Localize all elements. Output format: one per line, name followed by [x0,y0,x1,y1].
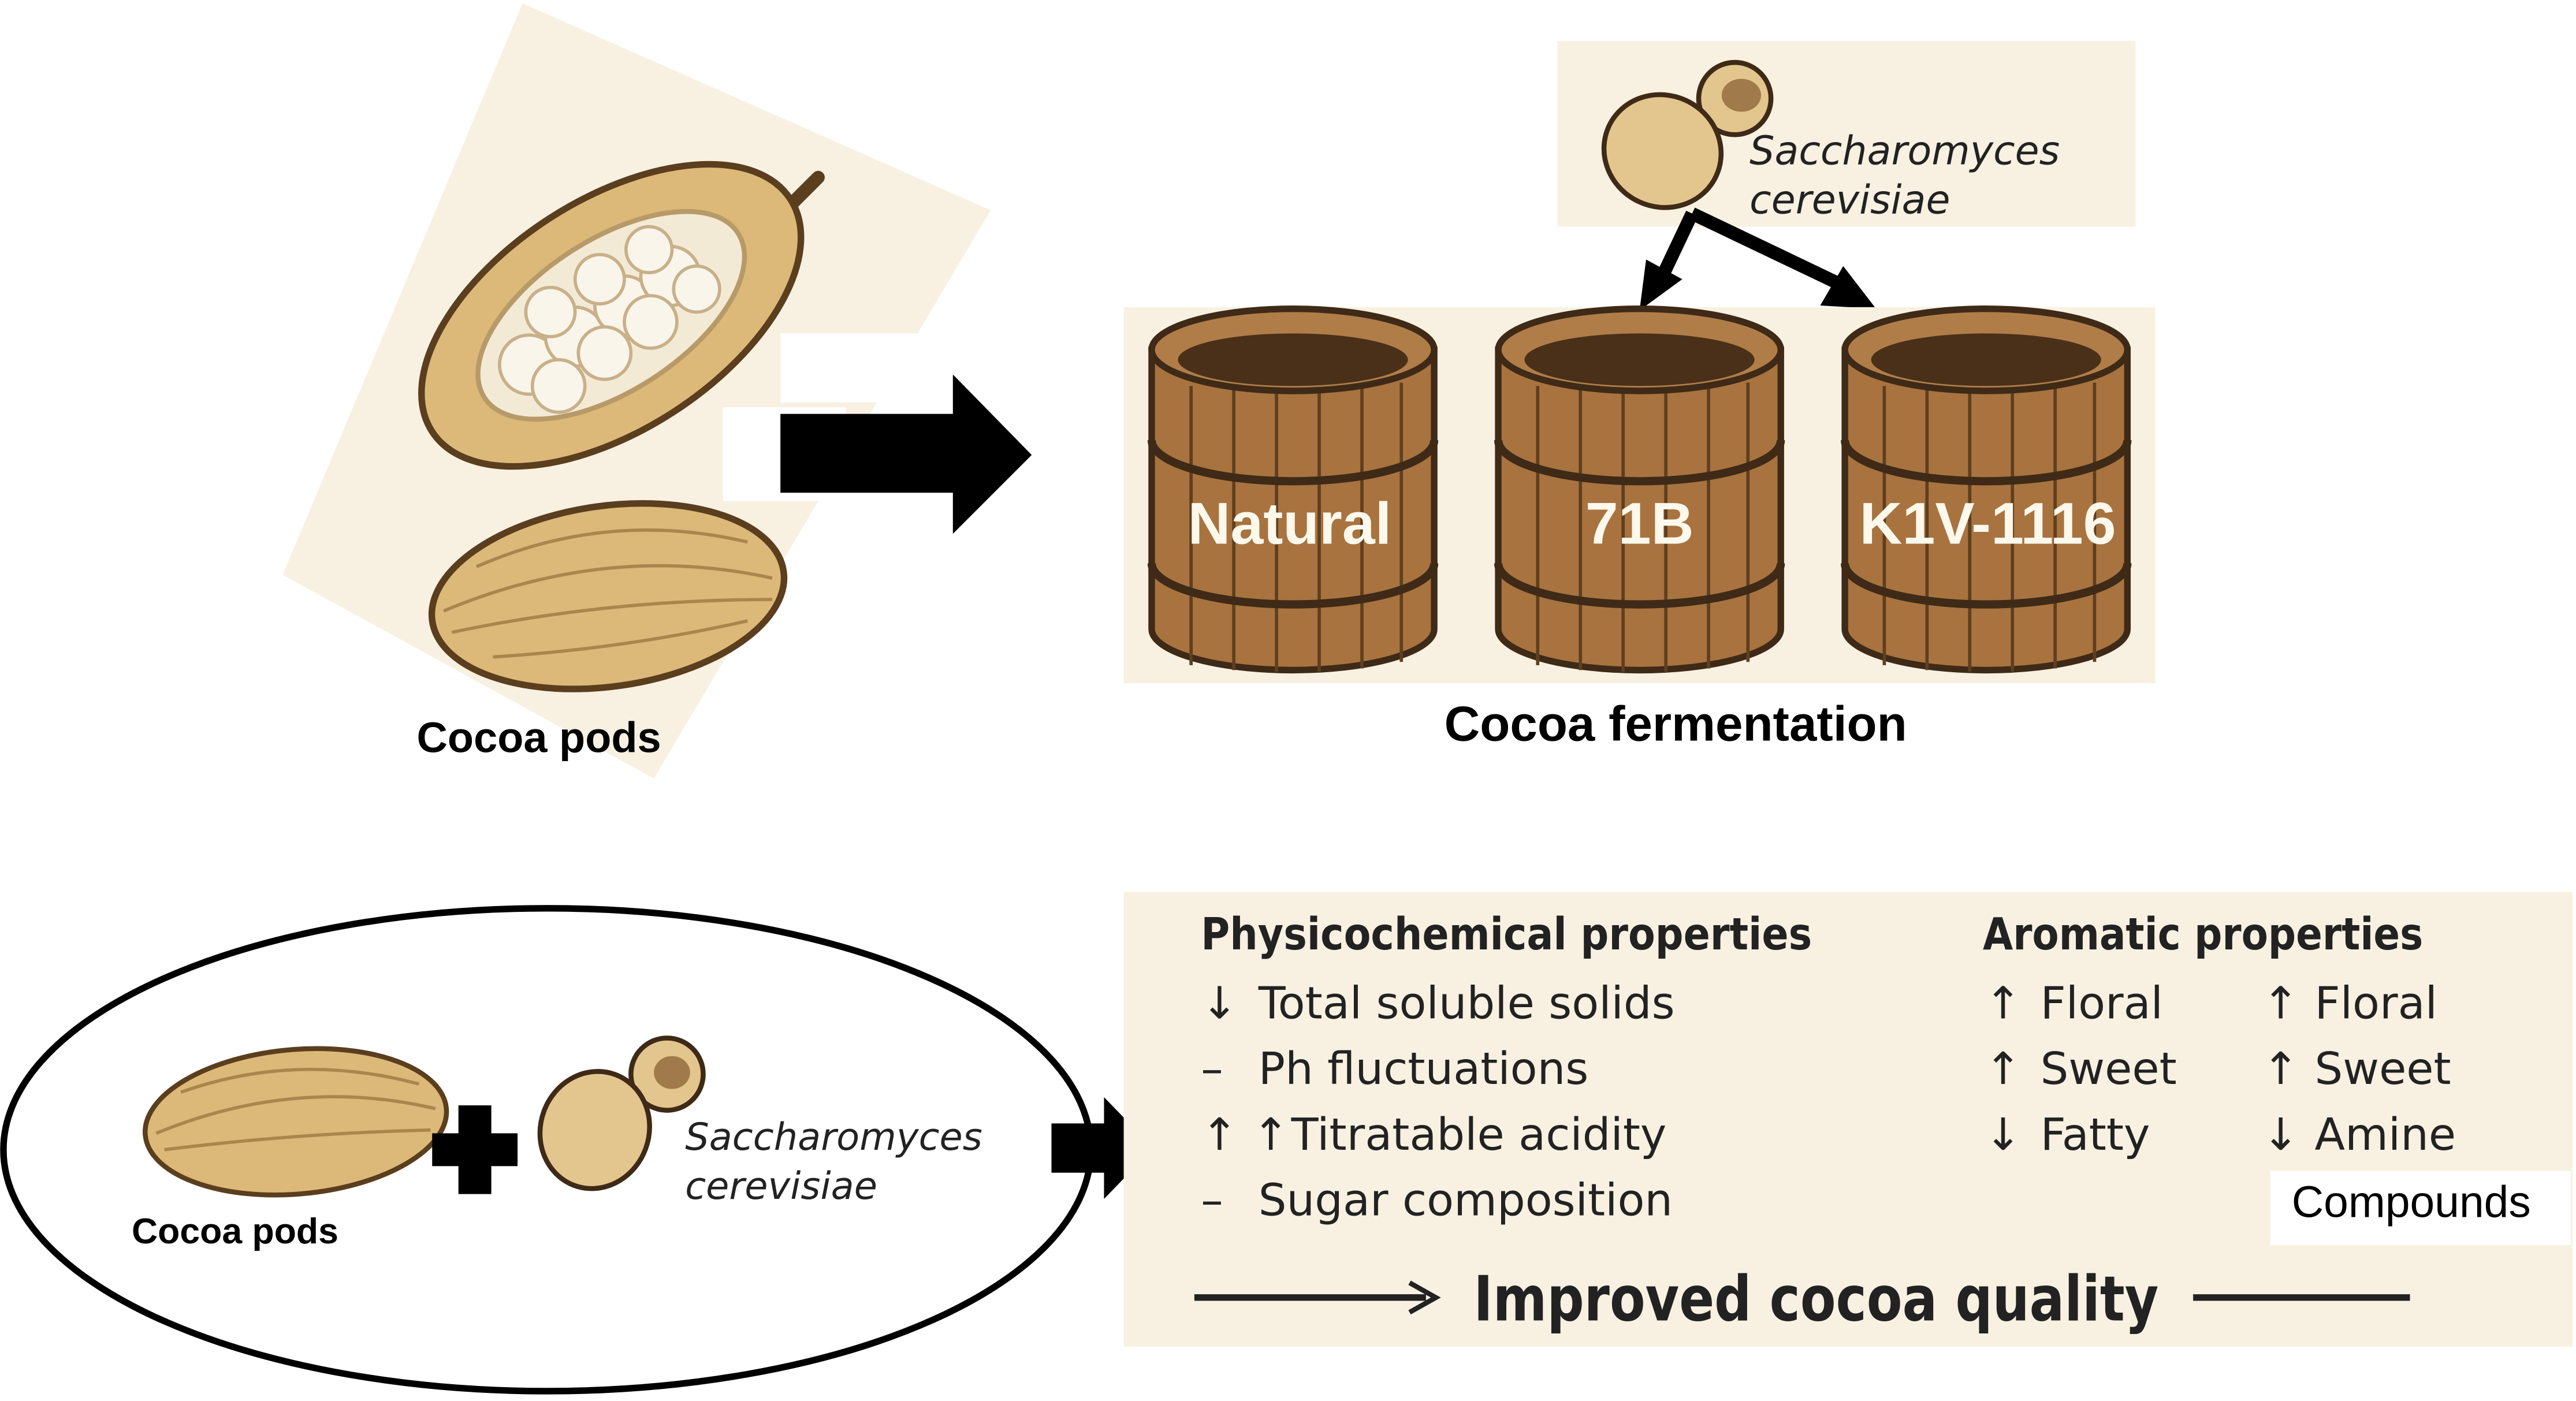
barrel-71b: 71B [1498,309,1781,672]
yeast-name-line2: cerevisiae [685,1164,877,1208]
aromatic-item: ↓Amine [2262,1109,2456,1161]
aromatic-item: ↑Sweet [1985,1044,2177,1095]
right-arrow-icon [780,374,1032,534]
conclusion-text: Improved cocoa quality [1473,1264,2158,1336]
cocoa-pod-icon [143,1046,449,1198]
aromatic-item: ↓Fatty [1985,1109,2150,1161]
yeast-cell-icon [537,1035,706,1191]
yeast-cell-icon [1601,59,1774,210]
physicochemical-item: ↑ ↑Titratable acidity [1201,1109,1666,1161]
conclusion-arrow-icon [1194,1280,1441,1315]
aromatic-compounds: Compounds [2292,1177,2531,1227]
barrel-natural: Natural [1152,309,1434,672]
aromatic-heading: Aromatic properties [1983,909,2423,960]
yeast-name-line1: Saccharomyces [685,1115,982,1159]
cocoa-pods-label: Cocoa pods [417,714,661,762]
aromatic-item: ↑Floral [2262,978,2437,1029]
barrel-label: Natural [1188,490,1391,556]
aromatic-item: ↑Sweet [2262,1044,2451,1095]
barrel-label: K1V-1116 [1860,490,2116,556]
physicochemical-heading: Physicochemical properties [1201,909,1812,960]
physicochemical-item: –Ph fluctuations [1201,1044,1588,1095]
plus-icon [432,1105,518,1194]
physicochemical-item: –Sugar composition [1201,1175,1673,1227]
yeast-name-line2: cerevisiae [1749,178,1950,223]
branch-arrows-icon [1639,207,1877,311]
fermentation-title: Cocoa fermentation [1445,697,1907,752]
barrel-k1v-1116: K1V-1116 [1845,309,2127,672]
open-cocoa-pod-icon [418,161,825,470]
cocoa-pods-label: Cocoa pods [132,1211,338,1251]
aromatic-item: ↑Floral [1985,978,2163,1029]
barrel-label: 71B [1585,490,1694,556]
results-panel [1123,892,2573,1347]
yeast-name-line1: Saccharomyces [1749,128,2060,174]
cocoa-pod-icon [428,500,788,692]
physicochemical-item: ↓Total soluble solids [1201,978,1674,1029]
